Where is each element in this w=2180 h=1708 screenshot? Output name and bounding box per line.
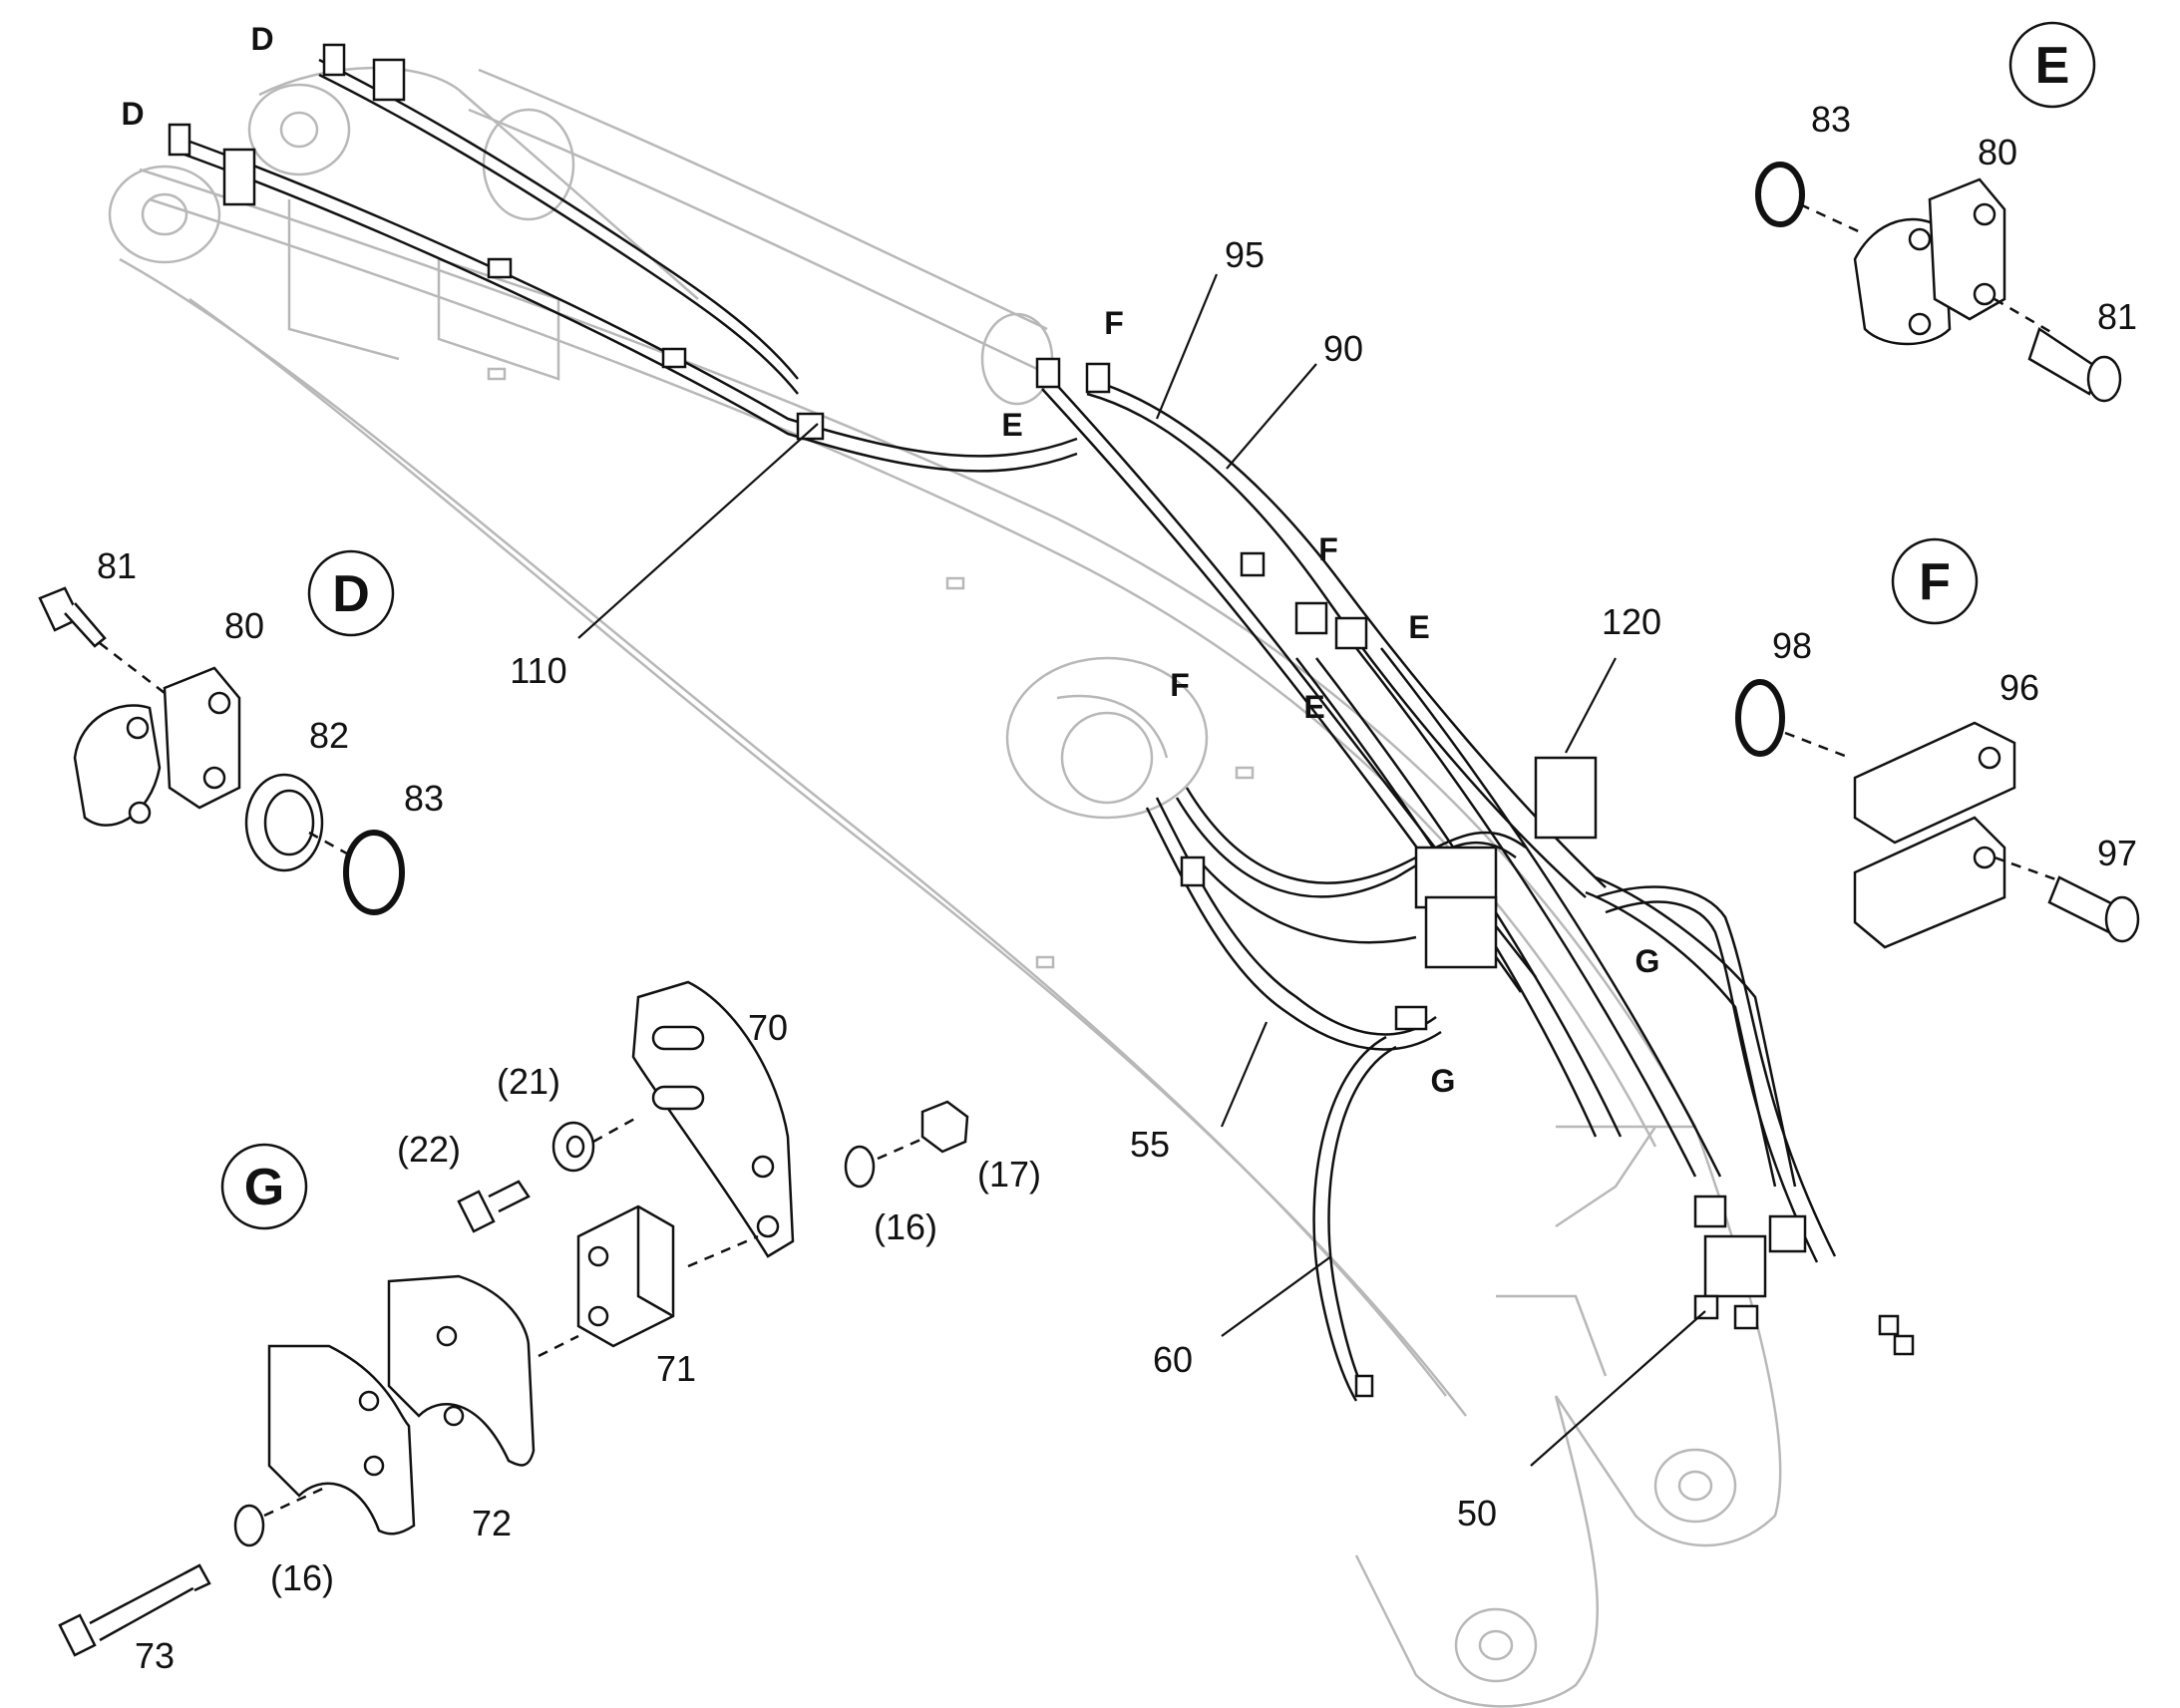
part-55: 55 xyxy=(1130,1124,1170,1165)
part-16-right: (16) xyxy=(874,1206,937,1247)
ref-f-top: F xyxy=(1104,305,1124,341)
part-22: (22) xyxy=(397,1129,461,1170)
ref-f-mid: F xyxy=(1318,531,1338,567)
leader-lines xyxy=(577,273,1706,1467)
part-17: (17) xyxy=(977,1154,1041,1195)
detail-d-part-82: 82 xyxy=(309,715,349,756)
part-72: 72 xyxy=(472,1503,512,1543)
ref-e-top: E xyxy=(1001,407,1022,443)
part-110: 110 xyxy=(510,650,566,691)
detail-marker-g: G xyxy=(220,1143,308,1230)
part-120: 120 xyxy=(1602,601,1661,642)
hose-lines xyxy=(183,58,1837,1402)
detail-d xyxy=(38,586,405,915)
ref-g-right: G xyxy=(1635,943,1660,979)
part-numbers: 95 90 110 120 55 60 50 70 71 72 73 (21) … xyxy=(97,99,2137,1676)
part-71: 71 xyxy=(656,1348,696,1389)
ref-d-upper: D xyxy=(250,21,273,57)
detail-e-part-83: 83 xyxy=(1811,99,1851,140)
detail-f-part-96: 96 xyxy=(1999,667,2039,708)
part-16-bottom: (16) xyxy=(270,1557,334,1598)
svg-text:G: G xyxy=(244,1159,284,1216)
svg-text:F: F xyxy=(1919,553,1951,611)
reference-letters: D D F E F E F E G G xyxy=(121,21,1659,1099)
detail-d-part-83: 83 xyxy=(404,778,444,819)
detail-f-part-98: 98 xyxy=(1772,625,1812,666)
detail-f-part-97: 97 xyxy=(2097,833,2137,873)
detail-marker-f: F xyxy=(1891,537,1979,625)
detail-e-part-81: 81 xyxy=(2097,296,2137,337)
part-21: (21) xyxy=(497,1061,560,1102)
ref-e-mid: E xyxy=(1408,609,1429,645)
detail-marker-e: E xyxy=(2008,21,2096,109)
detail-e xyxy=(1755,162,2122,403)
detail-d-part-81: 81 xyxy=(97,545,137,586)
part-90: 90 xyxy=(1323,328,1363,369)
ref-d-lower: D xyxy=(121,96,144,132)
svg-text:E: E xyxy=(2035,37,2070,95)
detail-f xyxy=(1735,679,2140,949)
detail-e-part-80: 80 xyxy=(1978,132,2017,172)
ref-f-low: F xyxy=(1170,667,1190,703)
detail-markers: D E F G xyxy=(220,21,2096,1230)
svg-text:D: D xyxy=(332,565,370,623)
detail-marker-d: D xyxy=(307,549,395,637)
ref-g-mid: G xyxy=(1431,1063,1456,1099)
detail-g xyxy=(58,980,969,1657)
fittings xyxy=(168,43,1915,1398)
part-50: 50 xyxy=(1457,1493,1497,1534)
part-95: 95 xyxy=(1225,234,1265,275)
part-73: 73 xyxy=(135,1635,175,1676)
ref-e-low: E xyxy=(1303,689,1324,725)
part-60: 60 xyxy=(1153,1339,1193,1380)
detail-d-part-80: 80 xyxy=(224,605,264,646)
part-70: 70 xyxy=(748,1007,788,1048)
